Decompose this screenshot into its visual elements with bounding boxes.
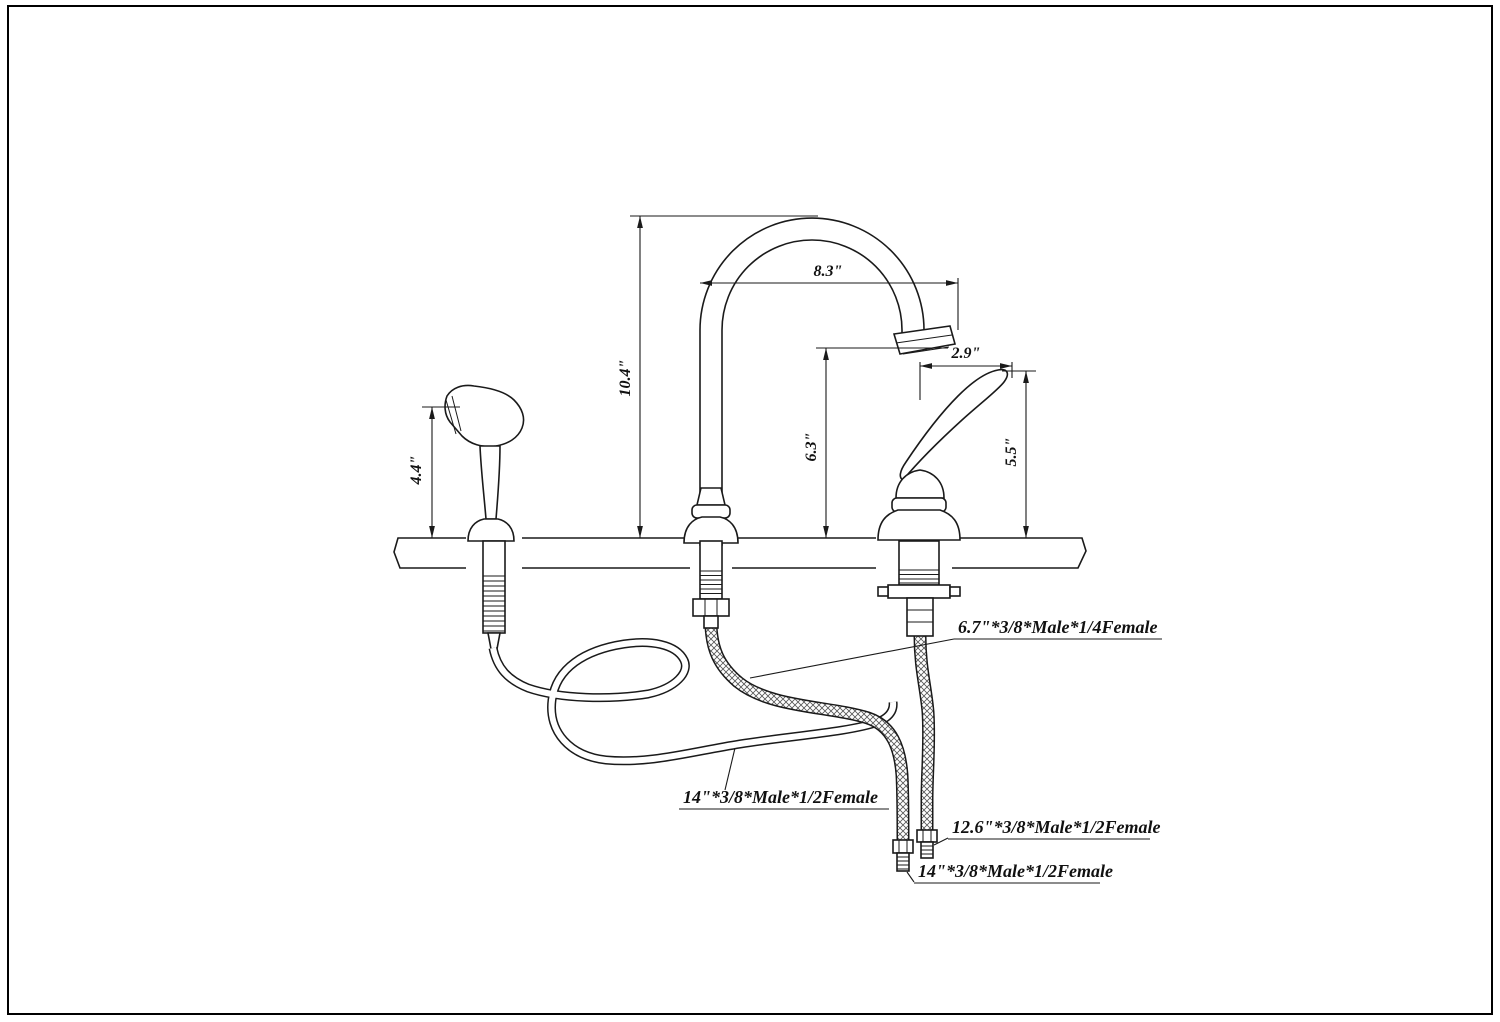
faucet-shank-threads	[700, 570, 722, 594]
supply-hose-b-braid	[915, 635, 934, 830]
label-sprayer-hose: 14"*3/8*Male*1/2Female	[679, 747, 889, 810]
sprayer-hose	[488, 638, 898, 766]
dimensions: 10.4" 8.3" 6.3" 2.9" 5.5"	[408, 215, 1036, 538]
sprayer-base	[467, 518, 515, 542]
label-supply-hose-short: 12.6"*3/8*Male*1/2Female	[933, 817, 1160, 846]
faucet-body	[683, 217, 957, 629]
valve-tailpiece-lines	[907, 609, 933, 623]
sprayer-shank-threads	[483, 575, 505, 632]
label-supply-hose-long: 14"*3/8*Male*1/2Female	[906, 861, 1113, 884]
label-connector-hose-text: 6.7"*3/8*Male*1/4Female	[958, 617, 1157, 637]
mounting-nut-wing-right	[949, 586, 961, 597]
hose-end-fitting-b	[916, 829, 938, 859]
label-supply-hose-short-text: 12.6"*3/8*Male*1/2Female	[952, 817, 1160, 837]
dimension-sprayer-height: 4.4"	[408, 406, 460, 538]
faucet-tailpiece	[703, 615, 719, 629]
handle-lever	[899, 368, 1009, 481]
handle-dome	[895, 469, 945, 499]
faucet-base-flare	[683, 516, 739, 544]
dim-spout-reach-text: 8.3"	[814, 263, 843, 280]
mounting-nut-wing-left	[877, 586, 889, 597]
hose-end-fitting-a	[892, 839, 914, 872]
label-sprayer-hose-text: 14"*3/8*Male*1/2Female	[683, 787, 878, 807]
dim-sprayer-height-text: 4.4"	[408, 456, 425, 486]
countertop-band	[393, 537, 1087, 569]
valve-shank-threads	[899, 569, 939, 584]
hose-labels: 6.7"*3/8*Male*1/4Female 14"*3/8*Male*1/2…	[679, 617, 1162, 884]
dimension-handle-reach: 2.9"	[919, 345, 1013, 400]
dim-spout-clearance-text: 6.3"	[803, 433, 820, 462]
faucet-hex-facets	[704, 599, 718, 616]
sprayer-nozzle-face	[445, 395, 462, 435]
dim-handle-reach-text: 2.9"	[951, 345, 981, 362]
sheet-border	[7, 5, 1493, 1015]
dimension-overall-height: 10.4"	[617, 215, 818, 538]
label-supply-hose-long-text: 14"*3/8*Male*1/2Female	[918, 861, 1113, 881]
sprayer-hose-nipple	[487, 632, 501, 650]
faucet-neck-taper	[695, 487, 727, 506]
side-sprayer	[444, 384, 525, 650]
dim-handle-height-text: 5.5"	[1003, 438, 1020, 467]
dim-overall-height-text: 10.4"	[617, 360, 634, 397]
dimension-spout-clearance: 6.3"	[803, 347, 948, 538]
faucet-shank	[699, 540, 723, 600]
valve-tailpiece	[906, 597, 934, 637]
sprayer-head	[444, 384, 525, 448]
dimension-spout-reach: 8.3"	[700, 263, 959, 330]
faucet-collar-ring	[691, 504, 731, 519]
supply-hoses	[704, 625, 938, 872]
dimension-handle-height: 5.5"	[1002, 370, 1036, 538]
sprayer-shank	[482, 540, 506, 634]
handle	[877, 368, 1009, 637]
label-connector-hose: 6.7"*3/8*Male*1/4Female	[749, 617, 1162, 679]
valve-shank	[898, 540, 940, 586]
handle-base-flare	[877, 509, 961, 541]
supply-hose-a-braid	[706, 625, 908, 841]
faucet-hex-nut	[692, 598, 730, 617]
sprayer-hose-core	[490, 639, 897, 764]
sprayer-body	[479, 445, 501, 520]
mounting-nut	[887, 584, 951, 599]
faucet-spout-nozzle	[892, 325, 957, 355]
faucet-spout-tube	[699, 217, 925, 546]
